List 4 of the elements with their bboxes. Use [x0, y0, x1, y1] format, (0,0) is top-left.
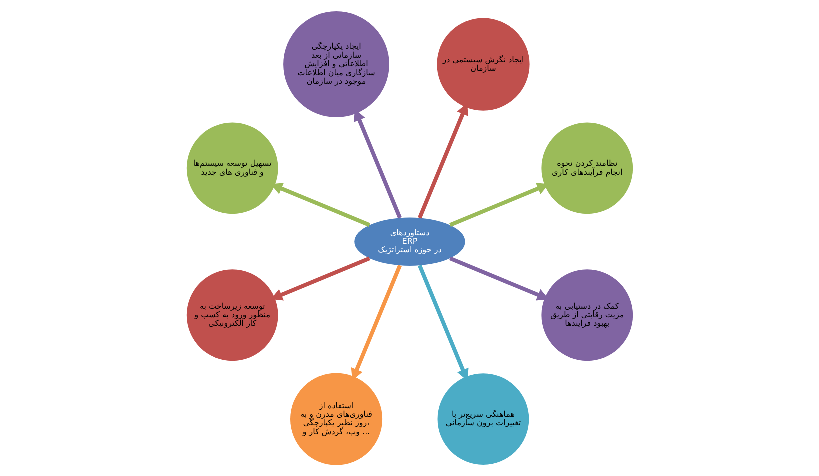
arrow — [350, 264, 402, 380]
arrow — [417, 264, 468, 380]
arrow — [448, 256, 549, 300]
arrow — [448, 182, 549, 227]
